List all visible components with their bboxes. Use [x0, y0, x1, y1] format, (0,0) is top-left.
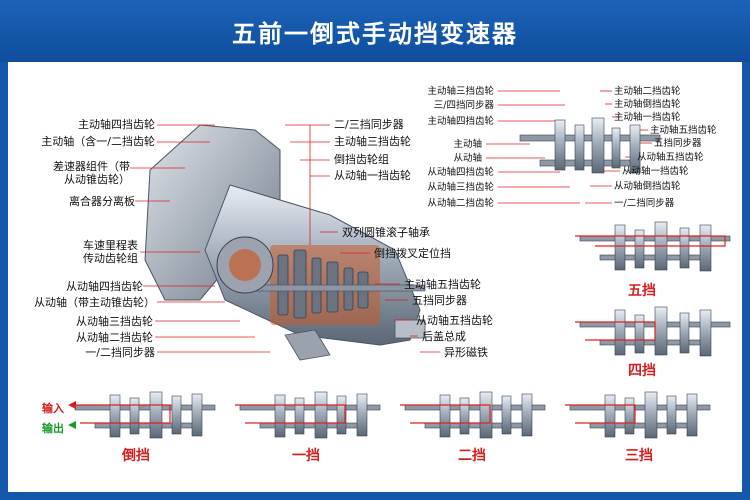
small-label-input-shaft: 主动轴 [453, 139, 482, 150]
gear-diagram-third [565, 391, 711, 439]
small-label-output-reverse: 从动轴倒挡齿轮 [614, 181, 681, 192]
small-label-output-2nd: 从动轴二挡齿轮 [427, 198, 494, 209]
label-synchronizer-2-3: 二/三挡同步器 [334, 118, 404, 131]
label-magnet: 异形磁铁 [444, 346, 488, 359]
label-input-shaft-4th-gear: 主动轴四挡齿轮 [78, 118, 155, 131]
transmission-illustration [144, 124, 426, 361]
label-output-shaft-5th: 从动轴五挡齿轮 [416, 314, 493, 327]
caption-fourth-gear: 四挡 [628, 363, 656, 379]
small-label-input-1st: 主动轴一挡齿轮 [614, 112, 681, 123]
gear-diagram-second [400, 391, 546, 439]
small-label-output-4th: 从动轴四挡齿轮 [427, 167, 494, 178]
small-label-output-5th: 从动轴五挡齿轮 [637, 152, 704, 163]
label-output-shaft: 从动轴（带主动锥齿轮） [34, 296, 155, 309]
caption-third-gear: 三挡 [625, 448, 653, 464]
small-label-sync-3-4: 三/四挡同步器 [433, 100, 494, 111]
page-title: 五前一倒式手动挡变速器 [232, 20, 518, 48]
label-input: 输入 [42, 402, 64, 415]
label-reverse-fork-stop: 倒挡拨叉定位挡 [374, 247, 451, 260]
label-tapered-roller-bearing: 双列圆锥滚子轴承 [342, 226, 430, 239]
label-input-shaft: 主动轴（含一/二挡齿轮 [41, 135, 155, 148]
label-clutch-release-plate: 离合器分离板 [69, 195, 135, 208]
label-input-shaft-3rd: 主动轴三挡齿轮 [334, 135, 411, 148]
title-banner [0, 0, 750, 62]
io-arrows [68, 401, 76, 429]
label-synchronizer-5th: 五挡同步器 [412, 294, 467, 307]
small-label-output-shaft: 从动轴 [453, 153, 482, 164]
small-label-input-3rd: 主动轴三挡齿轮 [427, 86, 494, 97]
caption-second-gear: 二挡 [458, 448, 486, 464]
label-differential: 差速器组件（带 [53, 160, 130, 173]
caption-fifth-gear: 五挡 [628, 283, 656, 299]
gear-diagram-fifth [575, 221, 731, 272]
label-rear-cover: 后盖总成 [422, 330, 466, 343]
caption-reverse-gear: 倒挡 [122, 448, 150, 464]
label-differential-2: 从动锥齿轮） [64, 173, 130, 186]
small-label-output-1st: 从动轴一挡齿轮 [622, 166, 689, 177]
small-label-sync-1-2: 一/二挡同步器 [614, 198, 675, 209]
label-output-shaft-2nd: 从动轴二挡齿轮 [76, 331, 153, 344]
frame-left [0, 62, 8, 500]
small-label-input-reverse: 主动轴倒挡齿轮 [614, 99, 681, 110]
small-label-sync-5th: 五挡同步器 [654, 138, 702, 149]
small-label-input-4th: 主动轴四挡齿轮 [427, 116, 494, 127]
label-speedometer-2: 传动齿轮组 [83, 252, 138, 265]
label-input-shaft-5th: 主动轴五挡齿轮 [404, 278, 481, 291]
small-label-output-3rd: 从动轴三挡齿轮 [427, 182, 494, 193]
label-output-shaft-3rd: 从动轴三挡齿轮 [76, 315, 153, 328]
label-output-shaft-4th: 从动轴四挡齿轮 [66, 280, 143, 293]
label-synchronizer-1-2: 一/二挡同步器 [85, 346, 155, 359]
gear-diagram-overview [519, 117, 661, 174]
label-output-shaft-1st: 从动轴一挡齿轮 [334, 169, 411, 182]
label-output: 输出 [42, 422, 64, 435]
gear-diagram-reverse [70, 391, 216, 439]
small-label-input-5th: 主动轴五挡齿轮 [650, 125, 717, 136]
caption-first-gear: 一挡 [292, 448, 320, 464]
gear-diagram-fourth [575, 306, 731, 357]
frame-bottom [0, 492, 750, 500]
gear-diagram-first [235, 391, 381, 439]
frame-right [742, 62, 750, 500]
small-label-input-2nd: 主动轴二挡齿轮 [614, 86, 681, 97]
label-reverse-gear-set: 倒挡齿轮组 [334, 153, 389, 166]
label-speedometer: 车速里程表 [83, 239, 138, 252]
